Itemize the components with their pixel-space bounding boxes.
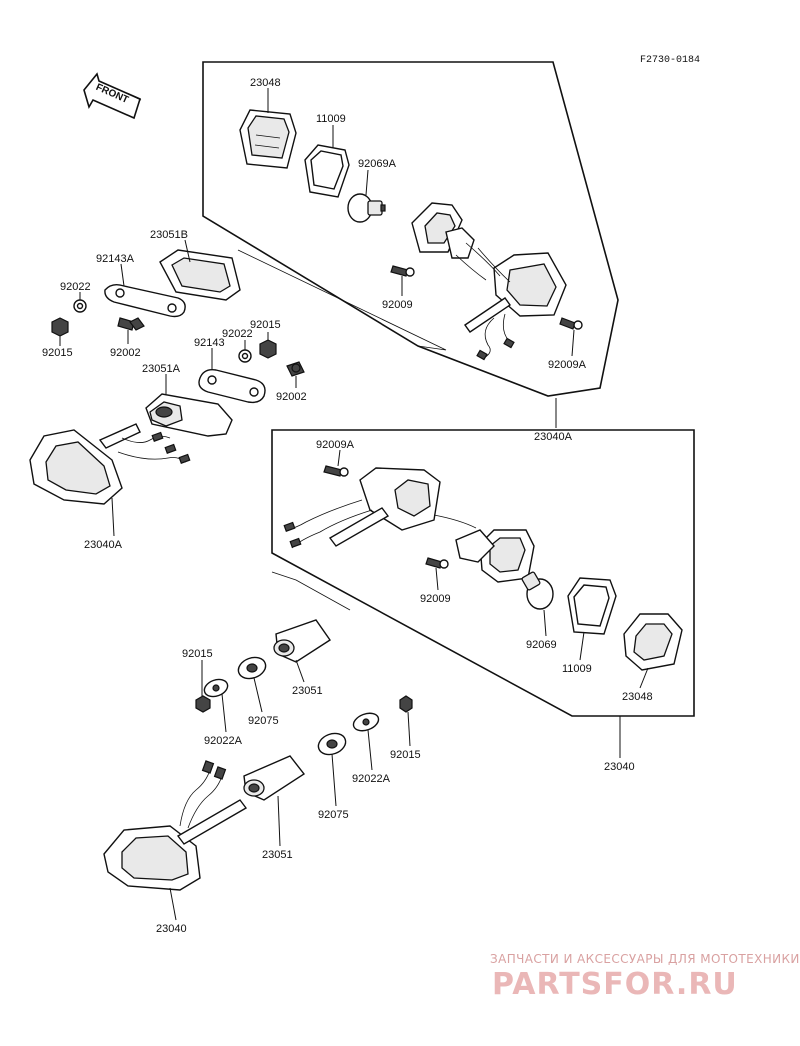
label-92069a: 92069A [358,158,397,170]
socket-top [411,202,475,259]
label-11009-top: 11009 [316,113,346,125]
label-92009-mid: 92009 [420,593,451,605]
plate-92143a [104,283,186,318]
nut-92015-left [51,317,69,337]
label-92069: 92069 [526,639,557,651]
label-92015-lower-left: 92015 [182,648,213,660]
housing-23040-bottom [103,760,248,891]
label-23051a: 23051A [142,363,181,375]
label-23040a-left: 23040A [84,539,123,551]
label-92009-top: 92009 [382,299,413,311]
gasket-11009-top [304,144,350,198]
screw-92009-mid [425,557,449,569]
screw-92009-top [390,265,415,277]
label-92015-mid: 92015 [250,319,281,331]
label-23051-lower: 23051 [262,849,293,861]
label-92022a-lower-right: 92022A [352,773,391,785]
label-23040a-right: 23040A [534,431,573,443]
screw-92009a-top [559,317,583,330]
gasket-11009-mid [567,577,617,635]
lens-23048-top [239,109,297,169]
screw-92009a-mid [323,465,349,477]
bolt-92002-left [117,317,145,331]
label-23048-mid: 23048 [622,691,653,703]
leader-lines [59,88,649,921]
label-23051-upper: 23051 [292,685,323,697]
label-92022a-lower-left: 92022A [204,735,243,747]
housing-mid [283,467,477,549]
assembly-frame-23040 [271,429,695,717]
label-92002-mid: 92002 [276,391,307,403]
label-23040-bottom: 23040 [156,923,187,935]
plate-92143 [198,368,266,404]
nut-92015-mid [259,339,277,359]
label-92009a-mid: 92009A [316,439,355,451]
label-23048-top: 23048 [250,77,281,89]
housing-23040a-left [29,423,191,505]
part-labels: 23048 11009 92069A 23051B 92143A 92022 9… [42,77,653,935]
watermark: ЗАПЧАСТИ И АКСЕССУАРЫ ДЛЯ МОТОТЕХНИКИ PA… [490,952,800,1002]
label-92022-mid: 92022 [222,328,253,340]
label-23040-right: 23040 [604,761,635,773]
nut-92015-lower-left [195,695,211,713]
grommet-92075-upper [237,656,267,680]
washer-92022a-lower-left [203,678,229,698]
watermark-tagline: ЗАПЧАСТИ И АКСЕССУАРЫ ДЛЯ МОТОТЕХНИКИ [490,952,800,966]
label-92002-left: 92002 [110,347,141,359]
holder-23051a [145,393,233,437]
washer-92022-mid [238,349,252,363]
connector-line-lower [271,571,351,611]
label-92143a: 92143A [96,253,135,265]
washer-92022a-lower-right [352,712,380,732]
diagram-code: F2730-0184 [640,55,700,66]
holder-23051-upper [273,619,331,663]
socket-mid [455,529,535,583]
watermark-brand: PARTSFOR.RU [492,967,738,1002]
holder-23051b [159,249,241,301]
assembly-frame-23040a [202,61,619,397]
housing-top [455,242,567,317]
label-92009a-top: 92009A [548,359,587,371]
washer-92022-left [73,299,87,313]
stalk-top [464,297,515,361]
label-92143: 92143 [194,337,225,349]
connector-line-upper [237,249,447,351]
bolt-92002-mid [286,361,305,377]
lens-23048-mid [623,613,683,671]
front-arrow-icon: FRONT [83,72,142,120]
holder-23051-lower [243,755,306,801]
label-92075-lower: 92075 [318,809,349,821]
label-92015-left: 92015 [42,347,73,359]
grommet-92075-lower [317,732,347,756]
label-11009-mid: 11009 [562,663,592,675]
bulb-92069 [521,571,554,610]
bulb-92069a-top [347,193,386,223]
nut-92015-lower-right [399,695,413,713]
label-92022-left: 92022 [60,281,91,293]
label-92015-lower-right: 92015 [390,749,421,761]
label-92075-upper: 92075 [248,715,279,727]
label-23051b: 23051B [150,229,188,241]
